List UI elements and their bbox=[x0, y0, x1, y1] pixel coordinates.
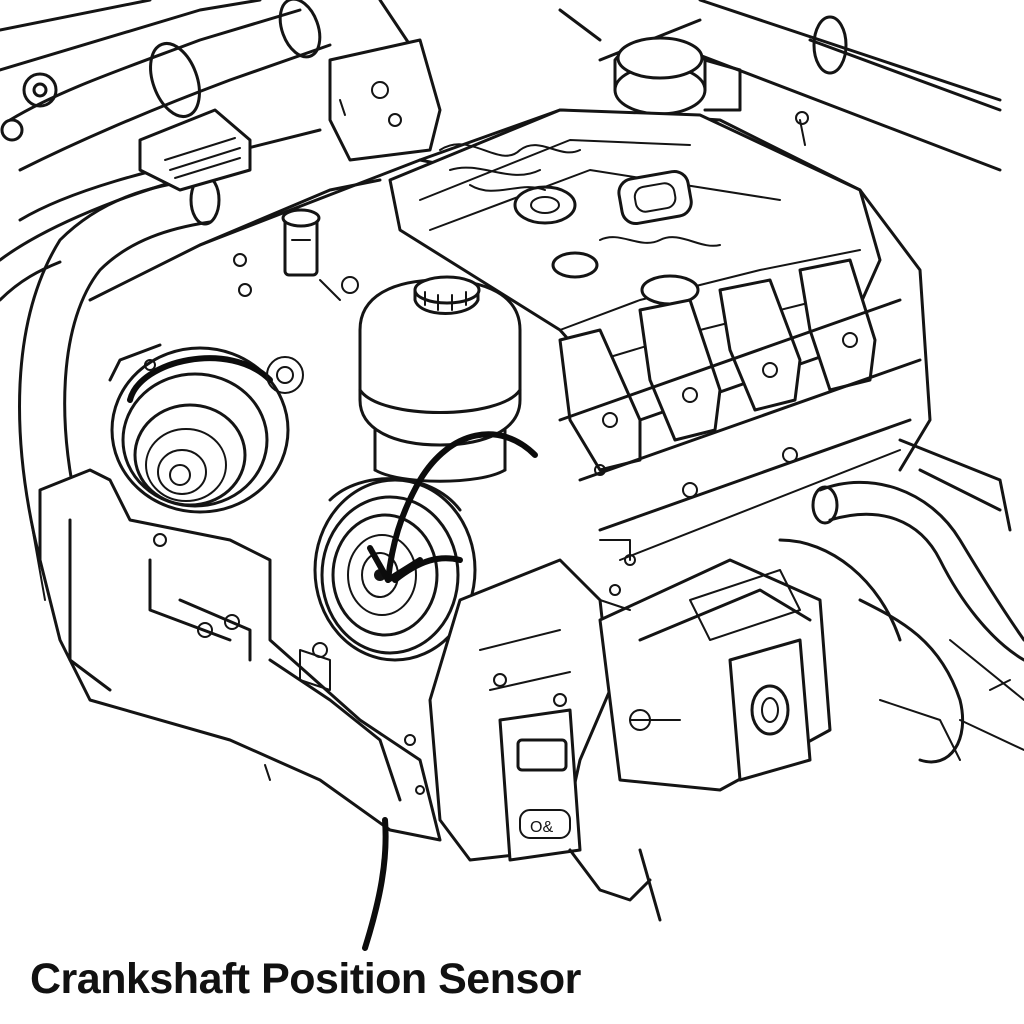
timing-housing: O& bbox=[428, 558, 662, 922]
misc-details bbox=[144, 279, 636, 795]
crankshaft-pulley bbox=[313, 477, 477, 662]
oil-pan bbox=[29, 468, 442, 842]
diagram-caption: Crankshaft Position Sensor bbox=[30, 955, 581, 1003]
alternator-pulley bbox=[108, 343, 304, 514]
right-hoses bbox=[778, 438, 1024, 764]
caption-leader-line bbox=[362, 817, 389, 951]
transmission-box bbox=[598, 558, 832, 792]
intake-runners bbox=[558, 258, 922, 561]
sensor-plug bbox=[233, 208, 359, 294]
sensor-pointer-arrow bbox=[367, 431, 538, 583]
reservoir-top bbox=[613, 36, 809, 146]
intake-tubes bbox=[0, 0, 332, 262]
coolant-reservoir bbox=[358, 275, 522, 483]
svg-text:O&: O& bbox=[530, 819, 553, 836]
radiator-hose bbox=[0, 174, 221, 562]
ecu-module bbox=[138, 108, 252, 192]
bracket-plate bbox=[328, 38, 442, 162]
